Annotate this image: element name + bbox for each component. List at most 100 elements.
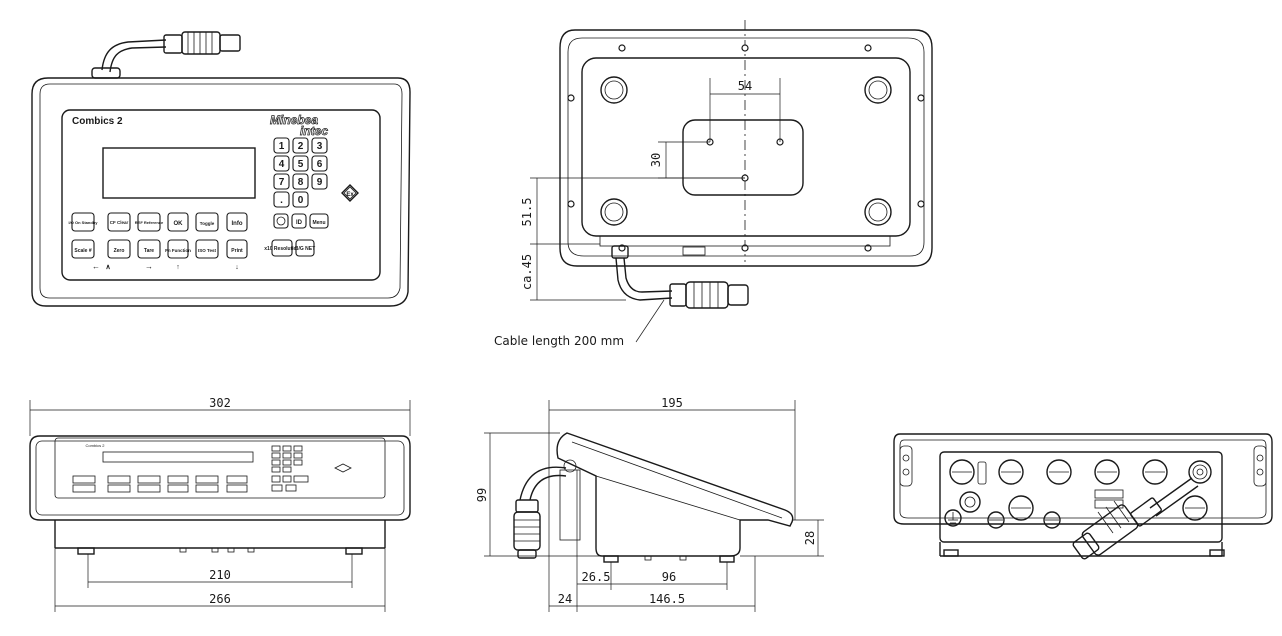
key-print[interactable]: Print <box>226 239 248 259</box>
mounting-pad <box>682 119 804 196</box>
key-menu[interactable]: Menu <box>309 213 329 229</box>
dim-28: 28 <box>803 531 817 545</box>
brand-logo-top: Minebea <box>270 113 318 127</box>
svg-text:Info: Info <box>232 221 243 227</box>
dim-30: 30 <box>649 153 663 167</box>
key-clear[interactable]: CF Clear <box>107 212 131 232</box>
svg-text:Print: Print <box>231 248 243 254</box>
bottom-view: 54 30 51.5 ca.45 Cable length 200 mm <box>494 20 933 348</box>
key-dot[interactable]: . <box>273 191 290 208</box>
front-view: Combics 2 Minebea intec 1 2 3 4 5 6 7 8 … <box>31 31 411 307</box>
key-id-text[interactable]: ID <box>291 213 307 229</box>
dim-210: 210 <box>209 568 231 582</box>
rear-connector-panel <box>939 451 1223 543</box>
dim-ca-45: ca.45 <box>520 254 534 290</box>
svg-text:REF Reference: REF Reference <box>135 220 164 225</box>
cable-leader <box>635 299 665 343</box>
svg-text:←: ← <box>92 262 100 271</box>
bottom-housing <box>559 29 933 267</box>
svg-text:0: 0 <box>298 195 304 206</box>
svg-text:9: 9 <box>317 177 323 188</box>
numpad: 1 2 3 4 5 6 7 8 9 . 0 <box>273 137 328 208</box>
front-cable <box>101 39 167 71</box>
svg-text:3: 3 <box>317 141 323 152</box>
label-plate <box>682 246 706 256</box>
dim-302: 302 <box>209 396 231 410</box>
svg-text:4: 4 <box>279 159 285 170</box>
svg-text:Menu: Menu <box>312 220 325 226</box>
dim-195: 195 <box>661 396 683 410</box>
dim-51-5: 51.5 <box>520 198 534 227</box>
lower-panel <box>54 437 386 499</box>
front-housing <box>31 77 411 307</box>
key-info[interactable]: Info <box>226 212 248 232</box>
key-1[interactable]: 1 <box>273 137 290 154</box>
svg-text:Tare: Tare <box>144 248 154 254</box>
rear-view <box>893 433 1273 560</box>
key-7[interactable]: 7 <box>273 173 290 190</box>
svg-text:↓: ↓ <box>235 264 239 271</box>
key-standby[interactable]: I/O On Standby <box>69 212 99 232</box>
ground-icon <box>944 509 962 527</box>
svg-text:2: 2 <box>298 141 304 152</box>
key-x10[interactable]: x10 Resolution <box>264 239 300 257</box>
svg-text:1: 1 <box>279 141 285 152</box>
screws <box>567 44 925 252</box>
svg-text:ISO Test: ISO Test <box>198 248 216 253</box>
svg-text:I/O On Standby: I/O On Standby <box>69 220 99 225</box>
key-3[interactable]: 3 <box>311 137 328 154</box>
rear-housing <box>893 433 1273 525</box>
front-connector <box>163 31 241 55</box>
brand-logo-bottom: intec <box>300 124 328 138</box>
key-tare[interactable]: Tare <box>137 239 161 259</box>
svg-text:5: 5 <box>298 159 304 170</box>
key-bg-net[interactable]: B/G NET <box>295 239 315 257</box>
svg-text:→: → <box>145 262 153 271</box>
key-iso-test[interactable]: ISO Test <box>195 239 219 259</box>
svg-text:7: 7 <box>279 177 285 188</box>
dim-96: 96 <box>662 570 676 584</box>
arrow-hints: ← ∧ → ↑ ↓ <box>92 262 239 271</box>
front-display <box>102 147 256 199</box>
front-panel <box>61 109 381 281</box>
key-reference[interactable]: REF Reference <box>135 212 164 232</box>
dim-54: 54 <box>738 79 752 93</box>
key-5[interactable]: 5 <box>292 155 309 172</box>
key-4[interactable]: 4 <box>273 155 290 172</box>
svg-text:ID: ID <box>296 220 303 226</box>
svg-text:Ex: Ex <box>346 192 354 198</box>
key-toggle[interactable]: Toggle <box>195 212 219 232</box>
key-2[interactable]: 2 <box>292 137 309 154</box>
bottom-cable <box>611 245 749 309</box>
key-6[interactable]: 6 <box>311 155 328 172</box>
rear-ports <box>949 459 1212 529</box>
key-ok[interactable]: OK <box>167 212 189 232</box>
keys-row-2: Scale # Zero Tare Fn Function ISO Test P… <box>71 239 248 259</box>
key-scale[interactable]: Scale # <box>71 239 95 259</box>
lower-front-view: 302 Combics 2 210 <box>29 396 411 612</box>
lower-ex-mark-icon <box>334 463 352 473</box>
svg-text:↑: ↑ <box>176 264 180 271</box>
key-8[interactable]: 8 <box>292 173 309 190</box>
dim-24: 24 <box>558 592 572 606</box>
svg-text:Toggle: Toggle <box>200 221 215 226</box>
lower-foot-right <box>345 547 363 555</box>
svg-text:∧: ∧ <box>105 264 110 271</box>
key-zero[interactable]: Zero <box>107 239 131 259</box>
lower-housing <box>29 435 411 521</box>
svg-text:Scale #: Scale # <box>74 248 91 254</box>
key-9[interactable]: 9 <box>311 173 328 190</box>
dim-266: 266 <box>209 592 231 606</box>
key-0[interactable]: 0 <box>292 191 309 208</box>
ex-mark-icon: Ex <box>341 184 359 202</box>
svg-text:6: 6 <box>317 159 323 170</box>
svg-text:8: 8 <box>298 177 304 188</box>
svg-text:Fn Function: Fn Function <box>165 248 191 253</box>
key-function[interactable]: Fn Function <box>165 239 191 259</box>
svg-text:x10 Resolution: x10 Resolution <box>264 246 300 252</box>
key-id[interactable] <box>273 213 289 229</box>
svg-text:OK: OK <box>174 221 184 227</box>
side-bracket <box>559 469 581 541</box>
dim-146-5: 146.5 <box>649 592 685 606</box>
